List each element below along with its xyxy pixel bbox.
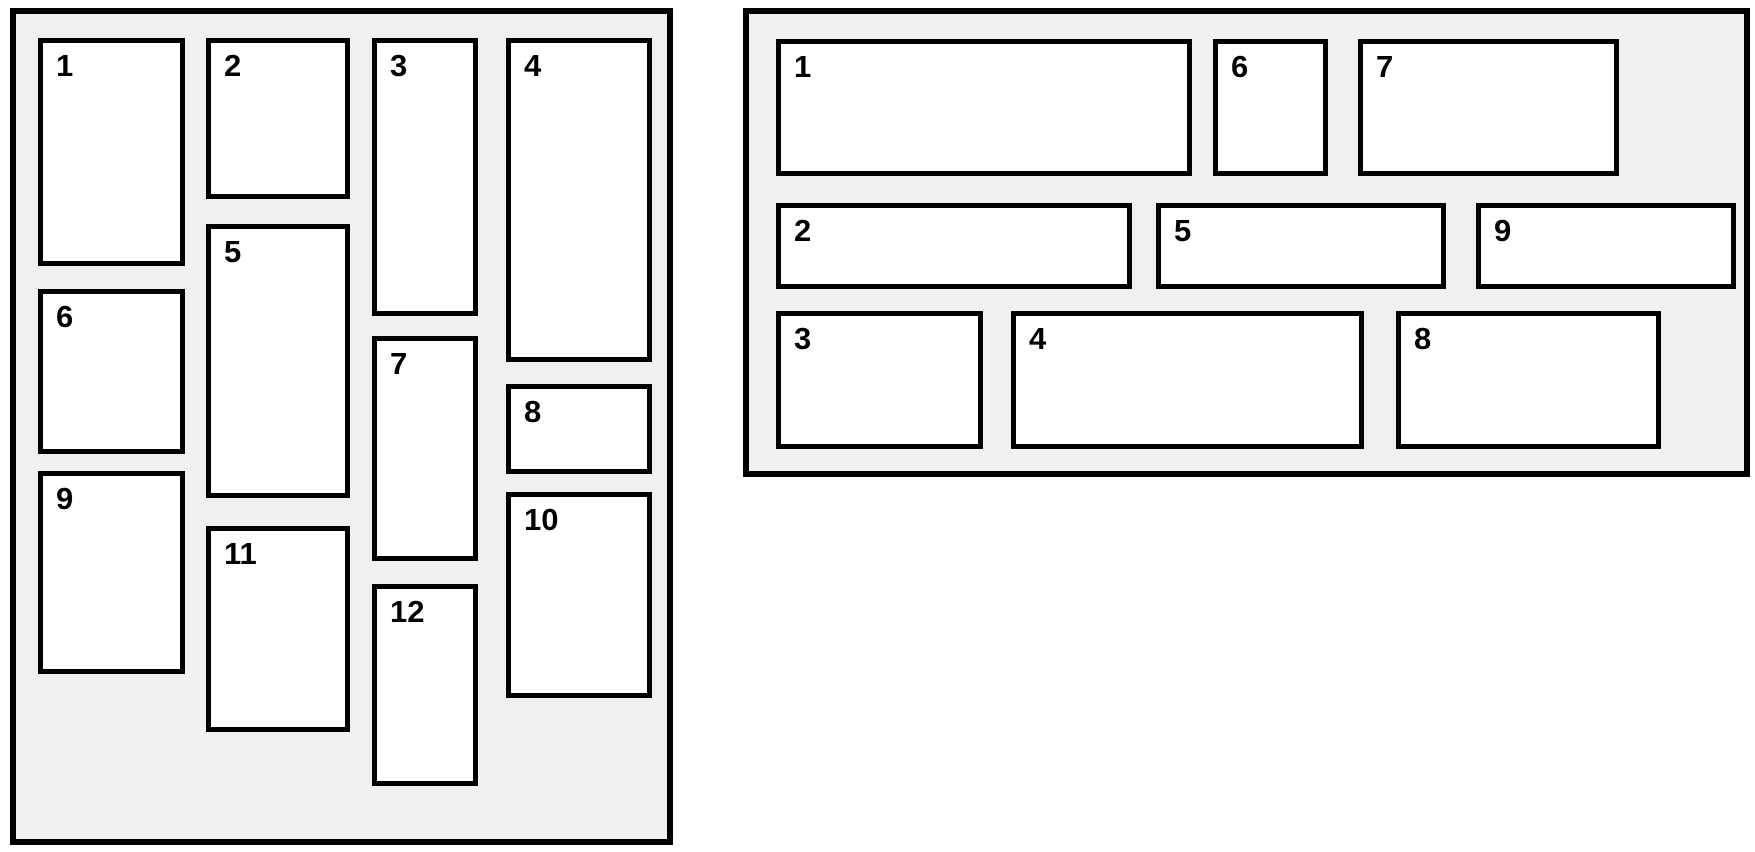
- tile-number: 3: [794, 321, 812, 356]
- masonry-tile: 4: [1011, 311, 1364, 449]
- masonry-tile: 9: [1476, 203, 1736, 289]
- masonry-tile: 3: [372, 38, 478, 316]
- tile-number: 6: [56, 299, 74, 334]
- masonry-tile: 8: [1396, 311, 1661, 449]
- tile-number: 12: [390, 594, 425, 629]
- tile-number: 10: [524, 502, 559, 537]
- tile-number: 9: [1494, 213, 1512, 248]
- masonry-tile: 2: [206, 38, 350, 199]
- masonry-tile: 11: [206, 526, 350, 732]
- masonry-tile: 7: [1358, 39, 1619, 176]
- masonry-tile: 4: [506, 38, 652, 362]
- masonry-tile: 6: [1213, 39, 1328, 176]
- masonry-tile: 1: [776, 39, 1192, 176]
- tile-number: 11: [224, 536, 257, 571]
- tile-number: 5: [224, 234, 242, 269]
- masonry-tile: 7: [372, 336, 478, 561]
- tile-number: 4: [1029, 321, 1047, 356]
- tile-number: 9: [56, 481, 74, 516]
- tile-number: 7: [390, 346, 408, 381]
- tile-number: 2: [794, 213, 812, 248]
- masonry-tile: 6: [38, 289, 185, 454]
- masonry-tile: 12: [372, 584, 478, 786]
- tile-number: 8: [524, 394, 542, 429]
- tile-number: 1: [794, 49, 812, 84]
- masonry-tile: 2: [776, 203, 1132, 289]
- right-masonry-panel: 1 6 7 2 5 9 3 4 8: [743, 8, 1750, 477]
- tile-number: 8: [1414, 321, 1432, 356]
- masonry-tile: 8: [506, 384, 652, 474]
- tile-number: 1: [56, 48, 74, 83]
- masonry-tile: 3: [776, 311, 983, 449]
- masonry-tile: 5: [1156, 203, 1446, 289]
- tile-number: 7: [1376, 49, 1394, 84]
- left-masonry-panel: 1 2 3 4 5 6 7 8 9 10 11: [10, 8, 673, 845]
- masonry-tile: 10: [506, 492, 652, 698]
- tile-number: 3: [390, 48, 408, 83]
- masonry-tile: 9: [38, 471, 185, 674]
- tile-number: 4: [524, 48, 542, 83]
- masonry-tile: 1: [38, 38, 185, 266]
- tile-number: 5: [1174, 213, 1192, 248]
- tile-number: 2: [224, 48, 242, 83]
- tile-number: 6: [1231, 49, 1249, 84]
- masonry-tile: 5: [206, 224, 350, 498]
